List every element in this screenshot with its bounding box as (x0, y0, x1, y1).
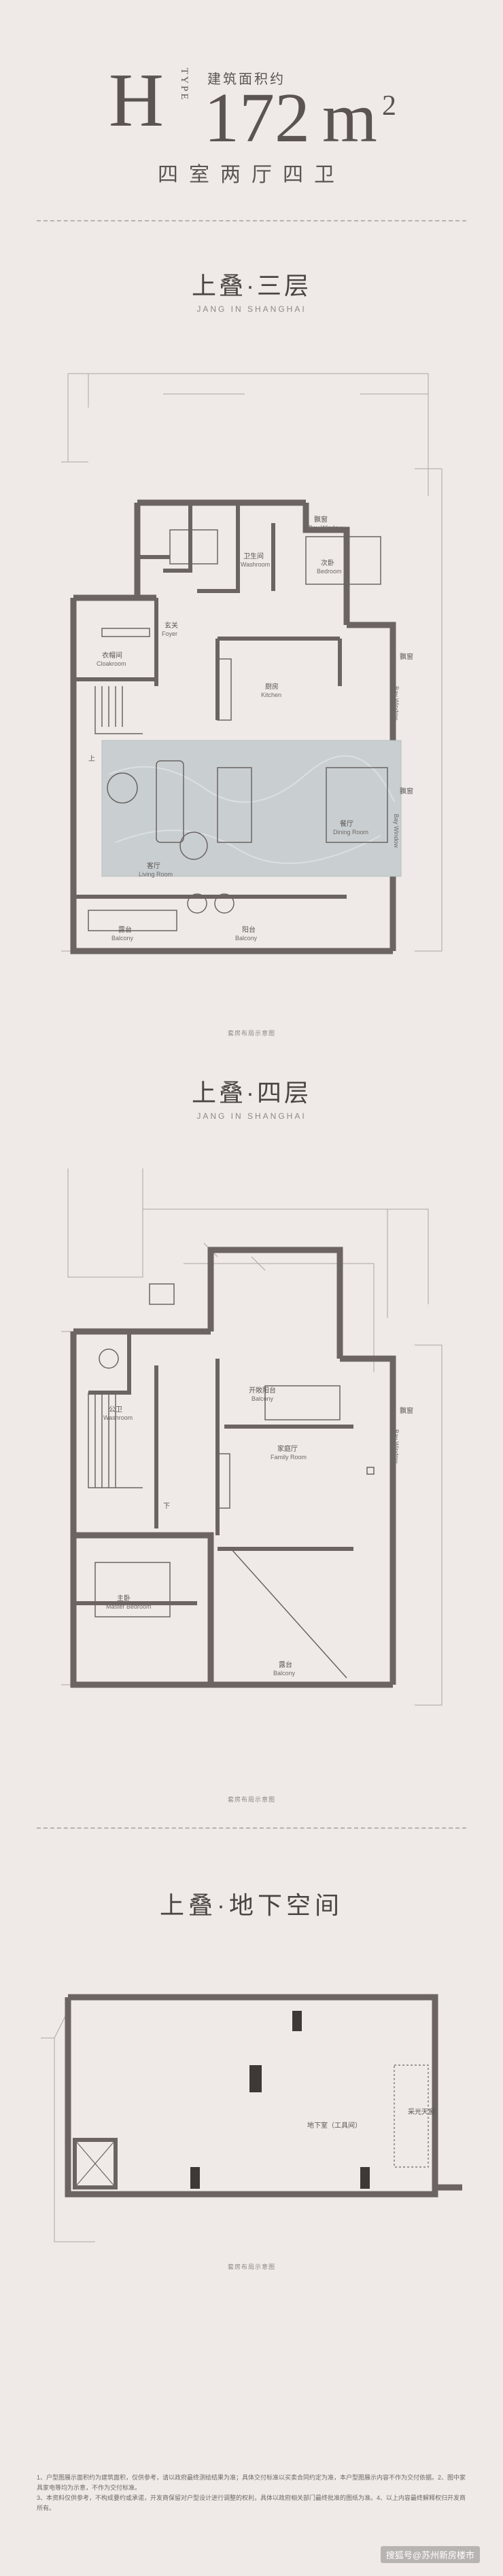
label-foyer-en: Foyer (162, 630, 177, 637)
label-basement: 地下室（工具间） (307, 2121, 362, 2130)
label-open-balcony-cn: 开敞阳台 (249, 1386, 276, 1395)
divider-2 (37, 1827, 466, 1829)
label-bay-window-right-top-en: Bay Window (393, 686, 400, 721)
label-open-balcony-en: Balcony (252, 1395, 274, 1402)
label-dining-room-en: Dining Room (333, 829, 368, 836)
label-master-bedroom-cn: 主卧 (117, 1594, 131, 1603)
label-balcony-en: Balcony (273, 1670, 296, 1677)
label-skylight: 采光天窗 (408, 2107, 435, 2116)
section-title-floor4: 上叠·四层 (192, 1079, 311, 1107)
label-bay-window-right-top-cn: 飘窗 (400, 652, 413, 661)
label-bay-window-en: Bay Window (309, 524, 343, 531)
label-bay-window-cn: 飘窗 (400, 1406, 413, 1415)
label-family-room-en: Family Room (271, 1454, 307, 1461)
room-count: 四室两厅四卫 (158, 164, 345, 186)
label-washroom-en: Washroom (103, 1414, 133, 1421)
label-balcony-cn: 阳台 (242, 925, 256, 934)
area-unit-superscript: 2 (382, 90, 396, 122)
label-family-room-cn: 家庭厅 (277, 1444, 298, 1453)
caption-floor4: 套房布局示意图 (227, 1796, 275, 1803)
label-bedroom-cn: 次卧 (321, 558, 334, 567)
label-dining-room-cn: 餐厅 (340, 819, 353, 828)
label-kitchen-cn: 厨房 (265, 682, 279, 691)
floor-plan-basement: 地下室（工具间） 采光天窗 (41, 1970, 462, 2255)
floor-plan-floor4: 开敞阳台 Balcony 公卫 Washroom 家庭厅 Family Room… (61, 1168, 449, 1793)
area-value: 172 (204, 79, 310, 157)
label-master-bedroom-en: Master Bedroom (106, 1603, 152, 1610)
floor-plan-floor3: 飘窗 Bay Window 次卧 Bedroom 卫生间 Washroom 玄关… (61, 367, 449, 1026)
label-washroom-en: Washroom (241, 561, 270, 568)
label-washroom-cn: 卫生间 (243, 552, 264, 560)
label-living-room-cn: 客厅 (147, 861, 160, 870)
label-bay-window-cn: 飘窗 (314, 515, 328, 524)
label-cloakroom-en: Cloakroom (97, 660, 126, 667)
label-balcony-cn: 露台 (279, 1660, 292, 1669)
section-subtitle-floor3: JANG IN SHANGHAI (196, 304, 307, 314)
disclaimer-notes: 1、户型图展示面积约为建筑面积，仅供参考，请以政府最终测绘结果为准；具体交付标准… (37, 2473, 466, 2514)
label-bay-window-en: Bay Window (393, 1429, 400, 1464)
label-foyer-cn: 玄关 (164, 621, 178, 630)
label-terrace-cn: 露台 (118, 925, 132, 934)
caption-basement: 套房布局示意图 (227, 2264, 275, 2270)
label-washroom-cn: 公卫 (109, 1406, 122, 1414)
label-bedroom-en: Bedroom (317, 568, 342, 575)
type-word: TYPE (179, 68, 190, 102)
area-unit: m (322, 79, 377, 157)
note-line: 3、本资料仅供参考，不构成要约或承诺，开发商保留对户型设计进行调整的权利，具体以… (37, 2494, 466, 2511)
label-stair-down: 下 (163, 1503, 170, 1510)
watermark: 搜狐号@苏州新房楼市 (380, 2546, 480, 2563)
type-letter: H (109, 58, 164, 143)
label-cloakroom-cn: 衣帽间 (102, 651, 122, 660)
section-title-basement: 上叠·地下空间 (160, 1891, 343, 1919)
section-subtitle-floor4: JANG IN SHANGHAI (196, 1111, 307, 1121)
label-kitchen-en: Kitchen (261, 692, 281, 698)
label-terrace-en: Balcony (111, 935, 134, 942)
section-title-floor3: 上叠·三层 (192, 272, 311, 300)
divider (37, 220, 466, 221)
label-stair-up: 上 (88, 755, 95, 763)
area-label: 建筑面积约 (207, 72, 285, 87)
caption-floor3: 套房布局示意图 (227, 1030, 275, 1037)
label-living-room-en: Living Room (139, 871, 173, 878)
label-bay-window-right-bottom-cn: 飘窗 (400, 787, 413, 795)
label-balcony-en: Balcony (235, 935, 258, 942)
note-line: 1、户型图展示面积约为建筑面积，仅供参考，请以政府最终测绘结果为准；具体交付标准… (37, 2474, 466, 2491)
label-bay-window-right-bottom-en: Bay Window (393, 814, 400, 848)
